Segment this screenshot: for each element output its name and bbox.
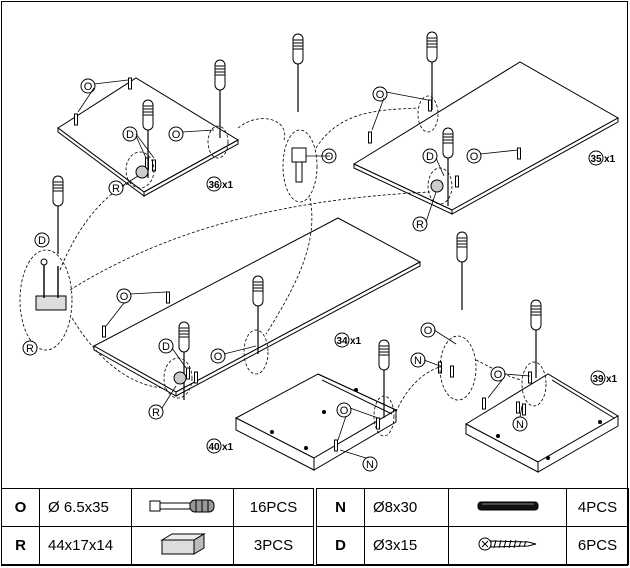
assembly-diagram: O O D R O O O D R D R O D O R O N O N O … bbox=[19, 31, 620, 473]
part-spec: Ø8x30 bbox=[364, 488, 449, 527]
panel-qty: x1 bbox=[350, 336, 362, 347]
callout-o: O bbox=[325, 151, 334, 163]
callout-r: R bbox=[26, 343, 34, 355]
cam-detail bbox=[291, 147, 307, 183]
callout-o: O bbox=[494, 369, 503, 381]
panel-qty: x1 bbox=[222, 442, 234, 453]
panel-number: 34 bbox=[336, 336, 348, 347]
parts-table-right: N Ø8x30 4PCS D Ø3x15 6PCS bbox=[316, 488, 629, 565]
panel-number: 36 bbox=[208, 180, 220, 191]
callout-r: R bbox=[152, 407, 160, 419]
connector-block-icon bbox=[131, 526, 234, 565]
panel-qty: x1 bbox=[222, 180, 234, 191]
detail-bubbles bbox=[19, 95, 547, 437]
wood-dowel-icon bbox=[448, 488, 567, 527]
callout-n: N bbox=[366, 459, 374, 471]
leader-lines bbox=[77, 79, 531, 459]
callout-o: O bbox=[172, 129, 181, 141]
part-letter: R bbox=[1, 526, 40, 565]
panel-qty: x1 bbox=[606, 374, 618, 385]
part-qty: 16PCS bbox=[233, 488, 314, 527]
panel-34 bbox=[92, 217, 422, 401]
panel-qty: x1 bbox=[604, 154, 616, 165]
callout-o: O bbox=[214, 351, 223, 363]
callout-n: N bbox=[516, 419, 524, 431]
part-row: O Ø 6.5x35 16PCS bbox=[1, 488, 314, 527]
part-qty: 3PCS bbox=[233, 526, 314, 565]
cam-bolt-icon bbox=[131, 488, 234, 527]
callout-o: O bbox=[84, 81, 93, 93]
part-letter: D bbox=[316, 526, 365, 565]
callout-o: O bbox=[470, 151, 479, 163]
callout-d: D bbox=[162, 341, 170, 353]
part-spec: 44x17x14 bbox=[39, 526, 132, 565]
panel-39 bbox=[438, 231, 619, 473]
connector-detail bbox=[35, 258, 67, 311]
callout-d: D bbox=[126, 129, 134, 141]
callout-o: O bbox=[424, 325, 433, 337]
callout-o: O bbox=[340, 405, 349, 417]
panel-labels: 36 x1 35 x1 34 x1 40 x1 39 x1 bbox=[206, 150, 618, 454]
callout-d: D bbox=[426, 151, 434, 163]
part-row: R 44x17x14 3PCS bbox=[1, 526, 314, 565]
part-row: N Ø8x30 4PCS bbox=[316, 488, 629, 527]
callout-n: N bbox=[414, 355, 422, 367]
part-letter: O bbox=[1, 488, 40, 527]
part-spec: Ø3x15 bbox=[364, 526, 449, 565]
part-letter: N bbox=[316, 488, 365, 527]
panel-number: 39 bbox=[592, 374, 604, 385]
panel-number: 35 bbox=[590, 154, 602, 165]
callout-r: R bbox=[416, 219, 424, 231]
part-qty: 6PCS bbox=[566, 526, 629, 565]
panel-number: 40 bbox=[208, 442, 220, 453]
screwdriver-icon bbox=[292, 33, 304, 113]
part-spec: Ø 6.5x35 bbox=[39, 488, 132, 527]
callout-r: R bbox=[112, 183, 120, 195]
callout-d: D bbox=[38, 235, 46, 247]
panel-36 bbox=[57, 59, 239, 197]
part-row: D Ø3x15 6PCS bbox=[316, 526, 629, 565]
callout-o: O bbox=[120, 291, 129, 303]
screw-icon bbox=[448, 526, 567, 565]
screwdriver-icon bbox=[52, 175, 64, 255]
panel-35 bbox=[352, 31, 620, 215]
callout-o: O bbox=[376, 89, 385, 101]
part-qty: 4PCS bbox=[566, 488, 629, 527]
panel-40 bbox=[234, 339, 398, 471]
parts-table-left: O Ø 6.5x35 16PCS R 44x17x14 3PCS bbox=[1, 488, 314, 565]
